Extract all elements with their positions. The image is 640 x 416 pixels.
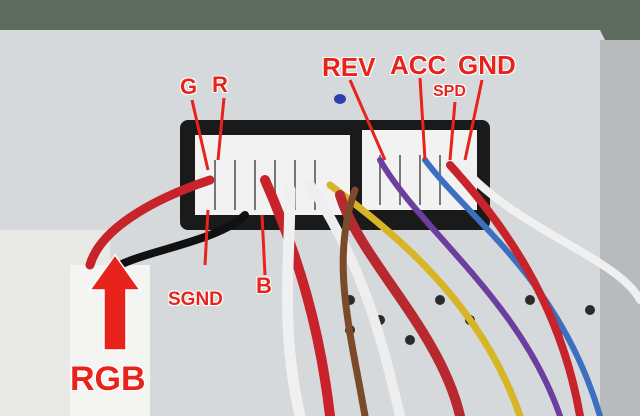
panel-side (600, 40, 640, 416)
blue-dot (334, 94, 346, 104)
label-spd: SPD (433, 83, 466, 100)
label-sgnd: SGND (168, 289, 223, 310)
label-r: R (212, 72, 228, 97)
label-g: G (180, 74, 198, 99)
label-acc: ACC (390, 50, 447, 80)
label-rgb: RGB (70, 360, 146, 398)
label-rev: REV (322, 52, 376, 82)
label-pointers (190, 77, 484, 276)
wires (85, 157, 640, 416)
label-b: B (256, 273, 272, 298)
arrow-up-icon (88, 253, 142, 351)
label-gnd: GND (458, 50, 516, 80)
